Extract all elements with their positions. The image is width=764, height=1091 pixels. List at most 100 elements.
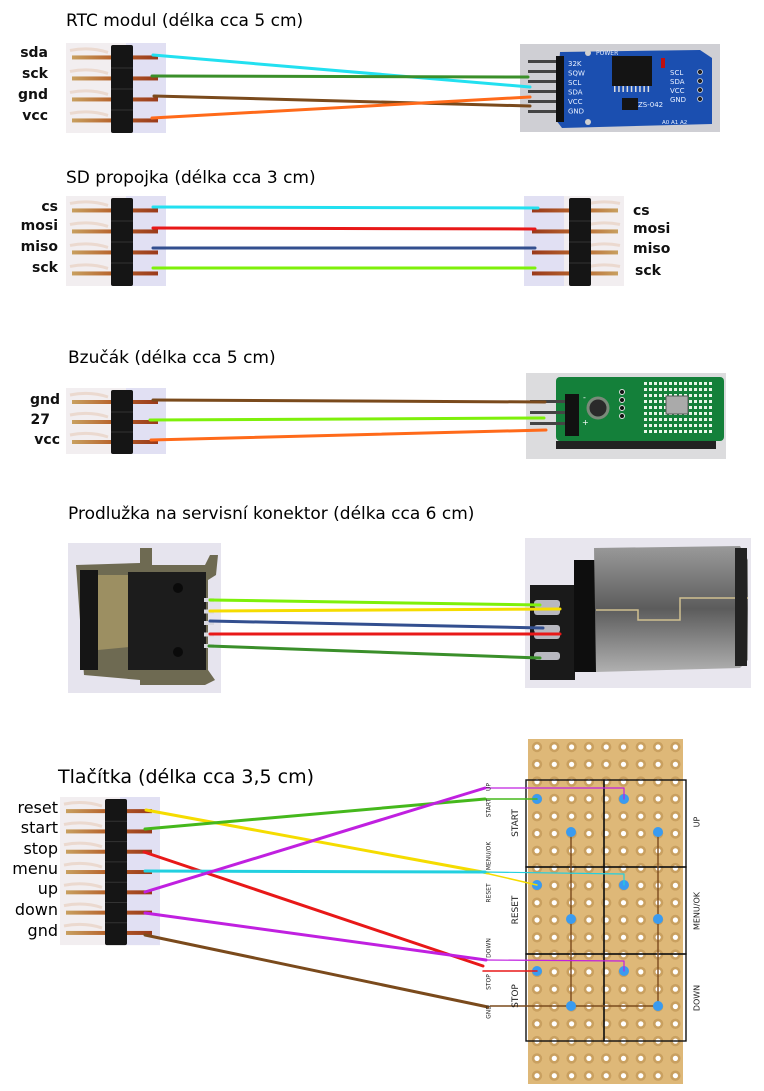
- buzzer-wire-vcc: [149, 428, 548, 442]
- buzzer-proto-pad: [644, 430, 647, 433]
- sd-right-label-cs: cs: [633, 203, 650, 219]
- stripboard-pad: [653, 914, 663, 924]
- stripboard-hole: [586, 934, 592, 940]
- sd-right-label-miso: miso: [633, 241, 671, 257]
- stripboard-hole: [551, 761, 557, 767]
- buzzer-proto-pad: [704, 382, 707, 385]
- rtc-module-pin-label: SQW: [568, 70, 585, 78]
- rtc-module-pin-header: [556, 56, 564, 122]
- stripboard-hole: [655, 1073, 661, 1079]
- buzzer-proto-pad: [709, 382, 712, 385]
- buzzer-header-pad: [619, 405, 625, 411]
- stripboard-hole: [586, 761, 592, 767]
- stripboard-hole: [638, 848, 644, 854]
- buzzer-proto-pad: [684, 418, 687, 421]
- stripboard-hole: [551, 882, 557, 889]
- sd-left-label-miso: miso: [20, 239, 58, 255]
- header-pin-reflection: [63, 922, 103, 930]
- sd-right-label-sck: sck: [635, 263, 661, 279]
- board-wire-label-down: DOWN: [485, 938, 493, 958]
- buttons-wire-gnd: [143, 933, 490, 1009]
- buzzer-proto-pad: [689, 430, 692, 433]
- stripboard-hole: [534, 1021, 540, 1027]
- stripboard-hole: [638, 865, 644, 871]
- stripboard-hole: [672, 882, 679, 889]
- stripboard-base: [528, 739, 683, 1084]
- stripboard-hole: [569, 813, 575, 819]
- stripboard-hole: [534, 900, 540, 906]
- stripboard-hole: [638, 813, 644, 819]
- buzzer-proto-pad: [684, 424, 687, 427]
- buttons-wire-reset: [144, 808, 490, 875]
- buzzer-proto-pad: [654, 388, 657, 391]
- rtc-module-pin-label: 32K: [568, 60, 582, 68]
- buzzer-proto-pad: [659, 430, 662, 433]
- header-pin-reflection: [69, 431, 109, 439]
- stripboard-hole: [672, 865, 679, 871]
- buttons-section-title: Tlačítka (délka cca 3,5 cm): [58, 766, 315, 788]
- buzzer-proto-pad: [644, 382, 647, 385]
- rtc-wire-sda: [151, 53, 532, 89]
- buzzer-proto-pad: [654, 400, 657, 403]
- buzzer-proto-pad: [699, 418, 702, 421]
- stripboard-hole: [586, 744, 592, 750]
- button-label-stop: STOP: [511, 984, 521, 1008]
- buzzer-proto-pad: [709, 430, 712, 433]
- stripboard-hole: [586, 1021, 592, 1027]
- rtc-wire-gnd: [152, 94, 532, 108]
- buzzer-proto-pad: [689, 406, 692, 409]
- stripboard-hole: [534, 917, 540, 923]
- buzzer-component: [665, 395, 689, 415]
- stripboard-hole: [586, 882, 592, 889]
- board-wire-label-start: START: [485, 798, 493, 818]
- buzzer-header-pad: [619, 389, 625, 395]
- buzzer-proto-pad: [649, 406, 652, 409]
- stripboard: [490, 739, 687, 1084]
- buzzer-section-title: Bzučák (délka cca 5 cm): [68, 348, 276, 368]
- usb-socket-opening: [80, 570, 98, 670]
- buzzer-hole: [586, 396, 610, 420]
- stripboard-hole: [586, 1055, 592, 1061]
- stripboard-hole: [586, 1073, 592, 1079]
- rtc-module-pin-label: GND: [568, 108, 584, 116]
- stripboard-hole: [638, 1021, 644, 1027]
- buttons-wire-up: [143, 786, 487, 894]
- header-plastic-block: [105, 799, 127, 946]
- usb-plug-photo: [525, 538, 751, 688]
- stripboard-hole: [620, 1073, 627, 1079]
- header-pin-reflection: [69, 221, 109, 228]
- buzzer-proto-pad: [709, 418, 712, 421]
- service-wire-2: [208, 607, 562, 613]
- buzzer-proto-pad: [699, 400, 702, 403]
- stripboard-hole: [672, 986, 679, 992]
- rtc-module-photo: 32KSQWSCLSDAVCCGNDSCLSDAVCCGNDZS-042POWE…: [520, 44, 720, 132]
- rtc-wire-vcc: [150, 95, 532, 120]
- stripboard-hole: [534, 934, 540, 940]
- stripboard-hole: [672, 900, 679, 906]
- buzzer-pcb: [556, 377, 724, 441]
- buzzer-proto-pad: [679, 418, 682, 421]
- stripboard-hole: [638, 761, 644, 767]
- rtc-pcb: [556, 50, 712, 128]
- buzzer-proto-pad: [654, 430, 657, 433]
- rtc-chip-leg: [647, 86, 650, 92]
- buzzer-proto-pad: [699, 388, 702, 391]
- buttons-wire-stop: [142, 850, 485, 968]
- header-pin-reflection: [63, 902, 103, 910]
- buzzer-proto-pad: [669, 430, 672, 433]
- rtc-module-pin: [528, 100, 560, 103]
- buzzer-minus-symbol: -: [583, 393, 586, 402]
- buzzer-proto-pad: [644, 424, 647, 427]
- rtc-chip-leg: [622, 86, 624, 92]
- buzzer-proto-pad: [684, 430, 687, 433]
- header-pin-reflection: [69, 47, 109, 54]
- header-pin-reflection: [69, 110, 109, 117]
- rtc-module-pin-label: VCC: [568, 98, 583, 106]
- buzzer-proto-pad: [644, 394, 647, 397]
- rtc-module-pad: [697, 96, 703, 102]
- stripboard-hole: [603, 934, 609, 940]
- stripboard-hole: [620, 1055, 627, 1061]
- stripboard-hole: [551, 865, 557, 871]
- stripboard-hole: [586, 865, 592, 871]
